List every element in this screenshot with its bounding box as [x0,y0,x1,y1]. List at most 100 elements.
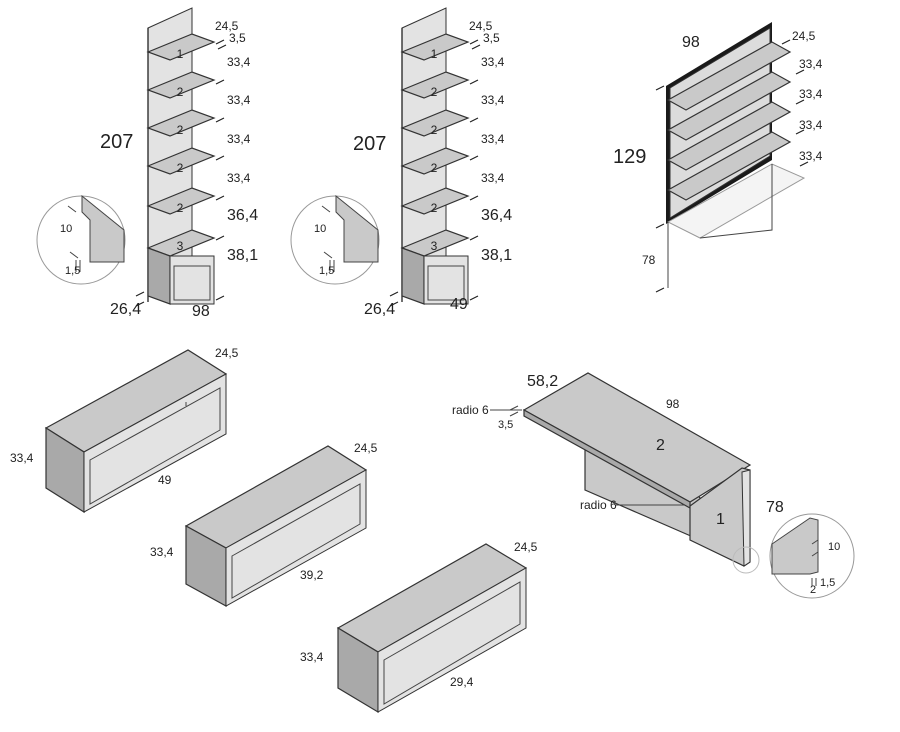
gap-label: 33,4 [227,55,251,69]
gap-label: 33,4 [799,87,823,101]
detail-label: 10 [60,223,72,235]
bookcase-49: 1 2 2 2 2 3 207 24,5 3,5 33,4 33,4 33,4 … [290,7,512,318]
shelf-3 [146,109,216,137]
gap-label: 33,4 [481,132,505,146]
shelf-number: 2 [431,201,438,215]
depth-label: 24,5 [514,540,538,554]
edge-label: 3,5 [498,419,513,431]
gap-label: 33,4 [481,171,505,185]
desk: 58,2 98 radio 6 3,5 radio 6 2 1 78 10 2 … [452,372,855,599]
gap-label: 33,4 [227,171,251,185]
shelf-number: 2 [177,123,184,137]
box-opening [231,483,361,599]
shelf-number: 2 [177,201,184,215]
base-front [423,255,469,305]
box-front [225,469,367,607]
height-label: 33,4 [300,650,324,664]
width-label: 49 [158,473,172,487]
shelf-number: 3 [177,239,184,253]
depth-label: 24,5 [215,346,239,360]
base-opening [173,265,211,301]
dimension-ticks [469,39,481,301]
leader-lines [490,405,684,506]
gap-label: 33,4 [799,149,823,163]
detail-circle: 10 2 1,5 [769,513,855,599]
detail-circle: 10 1,5 [290,194,380,285]
radius-label: radio 6 [452,403,489,417]
lower-height-label: 78 [642,253,656,267]
height-label: 129 [613,146,646,168]
dimension-ticks [389,291,399,307]
width-label: 39,2 [300,568,324,582]
width-label: 29,4 [450,675,474,689]
shelf-1 [146,33,216,61]
glass-desk [666,163,806,239]
part-number: 2 [656,437,665,454]
box-29: 24,5 33,4 29,4 [300,540,538,714]
shelf-2 [146,71,216,99]
wall-shelf [666,41,792,111]
wall-shelf [666,71,792,141]
gap-label: 38,1 [481,247,512,264]
detail-label: 10 [314,223,326,235]
shelf-number: 2 [177,85,184,99]
top-gap-label: 3,5 [229,31,246,45]
base-side [147,247,171,305]
gap-label: 36,4 [227,207,258,224]
height-label: 207 [353,133,386,155]
gap-label: 36,4 [481,207,512,224]
box-49: 24,5 33,4 49 [10,346,239,514]
top-gap-label: 3,5 [483,31,500,45]
shelf-4 [146,147,216,175]
shelf-3 [400,109,470,137]
box-front [83,373,227,513]
shelf-1 [400,33,470,61]
shelf-5 [400,187,470,215]
dimension-ticks [655,39,809,293]
top-depth-label: 24,5 [792,29,816,43]
width-label: 98 [682,34,700,51]
gap-label: 33,4 [481,93,505,107]
base-side [401,247,425,305]
shelf-number: 2 [431,161,438,175]
detail-label: 1,5 [65,265,80,277]
width-label: 98 [192,303,210,320]
height-label: 33,4 [10,451,34,465]
base-front [169,255,215,305]
support-line [699,164,773,239]
part-number: 1 [716,511,725,528]
depth-label: 26,4 [110,301,141,318]
top-depth-label: 58,2 [527,373,558,390]
wall-shelf [666,101,792,171]
box-opening [383,581,521,705]
height-label: 78 [766,499,784,516]
gap-label: 33,4 [799,57,823,71]
shelf-number: 1 [431,47,438,61]
shelf-number: 1 [177,47,184,61]
detail-label: 10 [828,541,840,553]
depth-label: 24,5 [354,441,378,455]
detail-label: 2 [810,584,816,596]
height-label: 33,4 [150,545,174,559]
shelf-4 [400,147,470,175]
detail-label: 1,5 [319,265,334,277]
shelf-number: 2 [177,161,184,175]
width-label: 49 [450,296,468,313]
box-39: 24,5 33,4 39,2 [150,441,378,608]
shelf-number: 3 [431,239,438,253]
box-front [377,567,527,713]
gap-label: 33,4 [227,132,251,146]
gap-label: 33,4 [481,55,505,69]
base-opening [427,265,465,301]
dimension-ticks [135,291,145,307]
shelf-number: 2 [431,123,438,137]
wall-panel-unit: 98 24,5 33,4 33,4 33,4 33,4 129 78 [613,22,823,293]
height-label: 207 [100,131,133,153]
box-opening [89,387,221,505]
gap-label: 33,4 [799,118,823,132]
gap-label: 38,1 [227,247,258,264]
detail-circle: 10 1,5 [36,194,126,285]
depth-label: 26,4 [364,301,395,318]
wall-shelf [666,131,792,201]
